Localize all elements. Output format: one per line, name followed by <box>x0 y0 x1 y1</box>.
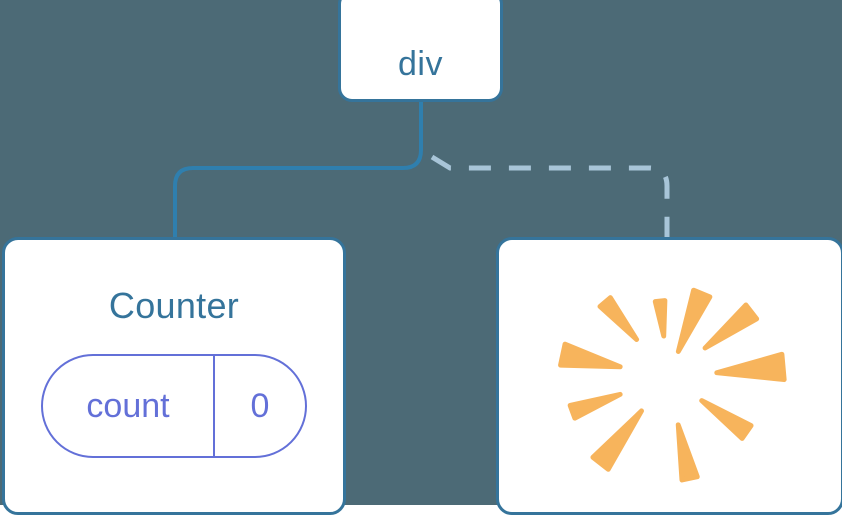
sparkle-ray-6 <box>699 398 754 441</box>
sparkle-ray-0 <box>675 287 713 354</box>
state-pill-count[interactable]: count 0 <box>41 354 307 458</box>
sparkle-ray-4 <box>702 302 760 351</box>
sparkle-burst-icon <box>558 287 787 483</box>
sparkle-ray-7 <box>675 422 700 483</box>
sparkle-ray-5 <box>714 351 787 383</box>
sparkle-ray-2 <box>597 295 640 342</box>
sparkle-ray-3 <box>558 341 623 370</box>
sparkle-ray-9 <box>567 391 623 421</box>
state-pill-value: 0 <box>250 386 270 425</box>
node-counter-label: Counter <box>108 285 240 326</box>
sparkle-ray-1 <box>652 298 668 339</box>
node-render-highlight[interactable] <box>496 237 842 515</box>
node-div-label: div <box>398 45 443 83</box>
edge-div-render-highlight <box>430 154 670 240</box>
node-div[interactable]: div <box>338 0 503 102</box>
state-pill-key: count <box>43 356 215 456</box>
sparkle-ray-8 <box>590 408 644 472</box>
node-counter[interactable]: Counter count 0 <box>2 237 346 515</box>
edge-div-counter <box>173 100 423 242</box>
